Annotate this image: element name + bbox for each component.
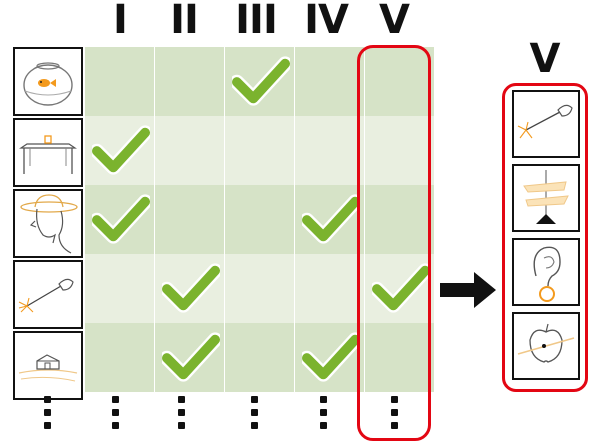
checkmark-icon bbox=[232, 56, 290, 106]
column-v-highlight bbox=[357, 45, 431, 441]
match-grid bbox=[85, 47, 435, 392]
right-arrow-icon bbox=[440, 272, 496, 308]
vertical-ellipsis-icon bbox=[178, 396, 186, 435]
column-header-2: II bbox=[170, 0, 199, 43]
row-thumbnails bbox=[13, 47, 83, 402]
more-rows-indicator bbox=[0, 396, 440, 440]
vertical-ellipsis-icon bbox=[112, 396, 120, 435]
side-sparkler-thumbnail bbox=[512, 90, 580, 158]
column-header-3: III bbox=[235, 0, 278, 43]
checkmark-icon bbox=[302, 194, 360, 244]
house-thumbnail bbox=[13, 331, 83, 400]
checkmark-icon bbox=[92, 194, 150, 244]
grid-row-2 bbox=[85, 116, 435, 185]
side-spinning-top-thumbnail bbox=[512, 164, 580, 232]
checkmark-icon bbox=[162, 263, 220, 313]
checkmark-icon bbox=[372, 263, 430, 313]
fishbowl-thumbnail bbox=[13, 47, 83, 116]
vertical-ellipsis-icon bbox=[44, 396, 52, 435]
side-apple-arrow-thumbnail bbox=[512, 312, 580, 380]
checkmark-icon bbox=[302, 332, 360, 382]
vertical-ellipsis-icon bbox=[251, 396, 259, 435]
column-header-1: I bbox=[113, 0, 128, 43]
side-panel-title: V bbox=[529, 36, 561, 82]
vertical-ellipsis-icon bbox=[391, 396, 399, 435]
side-ear-thumbnail bbox=[512, 238, 580, 306]
grid-row-1 bbox=[85, 47, 435, 116]
checkmark-icon bbox=[162, 332, 220, 382]
vertical-ellipsis-icon bbox=[320, 396, 328, 435]
column-header-4: IV bbox=[304, 0, 349, 43]
sparkler-thumbnail bbox=[13, 260, 83, 329]
side-panel-box bbox=[502, 83, 588, 392]
table-thumbnail bbox=[13, 118, 83, 187]
man-hat-thumbnail bbox=[13, 189, 83, 258]
grid-row-4 bbox=[85, 254, 435, 323]
column-header-5: V bbox=[379, 0, 410, 43]
grid-row-3 bbox=[85, 185, 435, 254]
checkmark-icon bbox=[92, 125, 150, 175]
grid-row-5 bbox=[85, 323, 435, 392]
